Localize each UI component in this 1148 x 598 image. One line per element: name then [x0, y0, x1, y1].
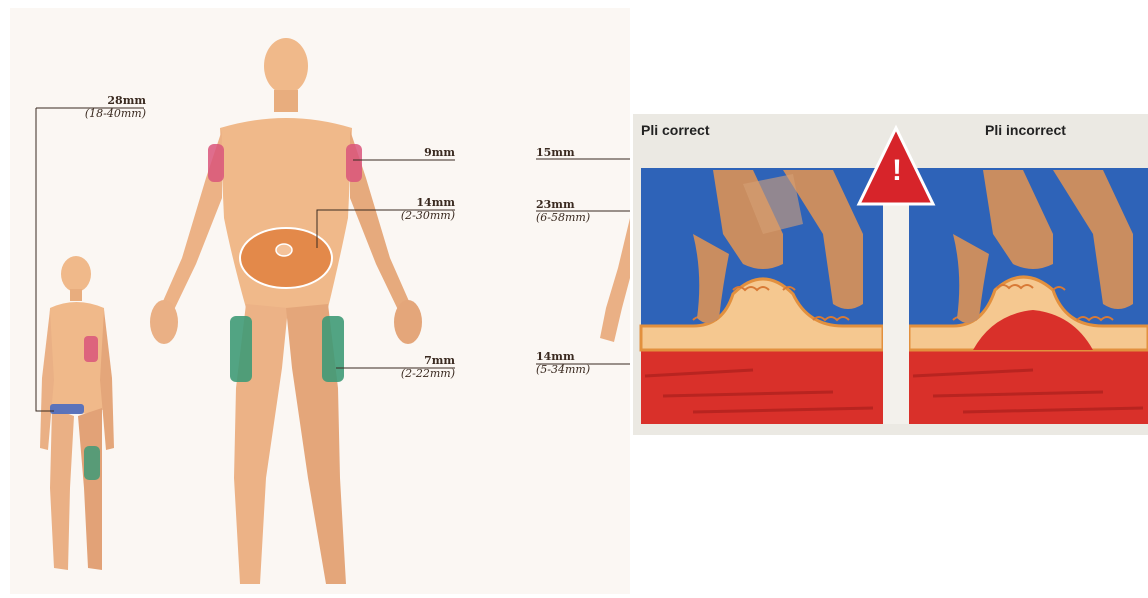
- buttock-zone: [50, 404, 84, 414]
- label-range: (5-34mm): [536, 363, 590, 376]
- back-view-figure: [40, 256, 114, 570]
- label-value: 7mm: [380, 354, 455, 367]
- label-value: 9mm: [380, 146, 455, 159]
- label-right-thigh: 14mm (5-34mm): [536, 350, 590, 376]
- pli-correct-label: Pli correct: [641, 122, 709, 138]
- label-right-arm: 15mm: [536, 146, 575, 159]
- label-range: (2-22mm): [380, 367, 455, 380]
- right-arm-zone: [346, 144, 362, 182]
- front-view-figure: [150, 38, 422, 584]
- navel-marker: [276, 244, 292, 256]
- left-arm-zone: [208, 144, 224, 182]
- incorrect-fold-panel: [909, 168, 1148, 424]
- skin-fold-illustration: Pli correct Pli incorrect !: [633, 114, 1148, 435]
- label-range: (6-58mm): [536, 211, 590, 224]
- label-value: 14mm: [380, 196, 455, 209]
- label-right-abdomen: 23mm (6-58mm): [536, 198, 590, 224]
- label-value: 15mm: [536, 146, 575, 159]
- side-view-figure-partial: [600, 218, 630, 342]
- label-value: 23mm: [536, 198, 590, 211]
- label-value: 28mm: [74, 94, 146, 107]
- label-thigh: 7mm (2-22mm): [380, 354, 455, 380]
- injection-sites-diagram: 28mm (18-40mm) 9mm 14mm (2-30mm) 7mm (2-…: [10, 8, 630, 594]
- warning-exclamation: !: [887, 154, 907, 188]
- correct-fold-panel: [641, 168, 883, 424]
- label-abdomen: 14mm (2-30mm): [380, 196, 455, 222]
- label-value: 14mm: [536, 350, 590, 363]
- back-arm-zone: [84, 336, 98, 362]
- label-back-upper: 28mm (18-40mm): [74, 94, 146, 120]
- right-thigh-zone: [322, 316, 344, 382]
- label-range: (18-40mm): [74, 107, 146, 120]
- back-thigh-zone: [84, 446, 100, 480]
- left-thigh-zone: [230, 316, 252, 382]
- label-range: (2-30mm): [380, 209, 455, 222]
- label-upper-arm: 9mm: [380, 146, 455, 159]
- pli-incorrect-label: Pli incorrect: [985, 122, 1066, 138]
- abdomen-zone: [240, 228, 332, 288]
- panel-divider: [883, 194, 909, 424]
